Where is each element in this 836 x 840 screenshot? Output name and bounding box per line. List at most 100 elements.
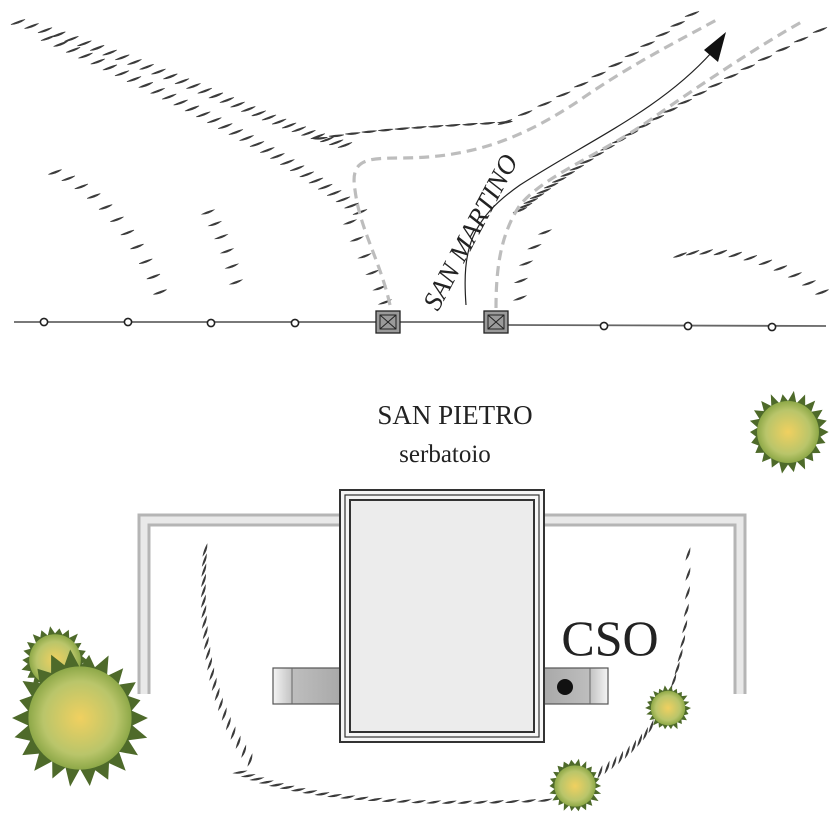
reservoir-building	[339, 489, 545, 743]
hachure-mark	[684, 586, 690, 600]
manhole-icon	[483, 310, 509, 334]
hachure-mark	[219, 248, 235, 254]
hachure-mark	[670, 21, 685, 27]
hachure-mark	[812, 27, 828, 33]
reservoir-type-label: serbatoio	[399, 441, 491, 468]
sewer-node	[123, 317, 133, 327]
trees	[12, 390, 829, 812]
hachure-mark	[673, 252, 687, 258]
hachure-mark	[10, 19, 26, 25]
hachure-mark	[139, 63, 154, 70]
sewer-nodes	[39, 317, 777, 332]
hachure-mark	[504, 799, 521, 804]
hachure-mark	[674, 661, 680, 675]
hachure-mark	[556, 91, 571, 98]
hachure-mark	[146, 273, 161, 280]
hachure-mark	[201, 604, 207, 619]
hachure-mark	[196, 111, 211, 118]
hachure-mark	[318, 183, 333, 190]
hachure-mark	[90, 58, 106, 65]
hachure-mark	[518, 260, 534, 266]
hachure-mark	[203, 636, 209, 650]
hachure-mark	[680, 634, 686, 649]
hachure-mark	[537, 798, 553, 802]
hachure-mark	[512, 295, 528, 301]
hachure-mark	[173, 99, 188, 106]
hachure-mark	[517, 110, 533, 116]
hachure-mark	[301, 129, 316, 136]
hachure-mark	[527, 243, 542, 250]
sewer-node	[206, 318, 216, 328]
hachure-mark	[308, 177, 324, 184]
hachure-mark	[98, 204, 113, 210]
hachure-mark	[102, 64, 118, 71]
sewer-node	[599, 321, 609, 331]
hachure-mark	[214, 687, 220, 702]
hachure-mark	[74, 183, 89, 190]
hachure-mark	[537, 100, 552, 107]
hachure-mark	[574, 81, 589, 88]
hachure-mark	[327, 190, 342, 196]
hachure-mark	[218, 123, 233, 129]
hachure-mark	[201, 563, 207, 577]
hachure-mark	[624, 745, 630, 759]
hachure-mark	[428, 125, 444, 128]
hachure-mark	[217, 697, 223, 712]
hachure-mark	[685, 547, 691, 561]
hachure-mark	[671, 673, 677, 687]
hachure-mark	[201, 573, 206, 588]
hachure-mark	[102, 49, 117, 56]
hachure-mark	[677, 98, 693, 105]
hachure-mark	[219, 97, 235, 103]
hachure-mark	[637, 733, 643, 747]
hachure-mark	[247, 753, 253, 767]
hachure-mark	[258, 780, 274, 784]
hachure-mark	[271, 118, 287, 125]
hachure-mark	[115, 54, 130, 61]
hachure-mark	[523, 198, 539, 204]
hachure-mark	[728, 251, 742, 258]
hachure-mark	[200, 209, 216, 215]
hachure-mark	[174, 78, 190, 85]
road-name-label: SAN MARTINO	[417, 149, 524, 315]
hachure-mark	[552, 176, 567, 183]
hachure-mark	[37, 27, 53, 34]
hachure-mark	[230, 726, 236, 740]
hachure-mark	[631, 739, 636, 754]
hachure-mark	[64, 35, 79, 42]
hachure-mark	[232, 770, 248, 774]
hachure-mark	[537, 229, 553, 235]
hachure-mark	[521, 799, 537, 803]
hachure-mark	[367, 797, 383, 802]
hachure-mark	[445, 123, 461, 127]
hachure-mark	[310, 133, 326, 140]
hachure-mark	[249, 141, 265, 147]
hachure-mark	[186, 83, 201, 89]
hachure-mark	[251, 110, 266, 117]
hachure-mark	[618, 750, 624, 765]
hachure-mark	[337, 142, 353, 148]
hachure-mark	[280, 159, 295, 165]
manhole-icon	[375, 310, 401, 334]
hachure-mark	[239, 135, 254, 141]
hachure-mark	[291, 126, 307, 133]
hachure-mark	[201, 615, 207, 629]
hachure-mark	[261, 114, 277, 121]
hachure-mark	[353, 796, 369, 800]
road-edge-upper	[352, 16, 721, 306]
hachure-mark	[221, 707, 227, 721]
hachure-mark	[65, 46, 81, 53]
tree-icon	[749, 390, 829, 474]
hachure-mark	[230, 101, 245, 108]
hachure-mark	[40, 35, 56, 41]
hachure-mark	[241, 744, 247, 758]
arrow-icon	[704, 32, 726, 62]
hachure-mark	[200, 584, 206, 598]
sewer-node	[39, 317, 49, 327]
hachure-mark	[677, 648, 683, 663]
hachure-mark	[692, 90, 707, 97]
hachure-mark	[457, 800, 473, 804]
hachure-mark	[342, 219, 358, 225]
hachure-mark	[126, 76, 142, 82]
tree-icon	[12, 649, 148, 787]
